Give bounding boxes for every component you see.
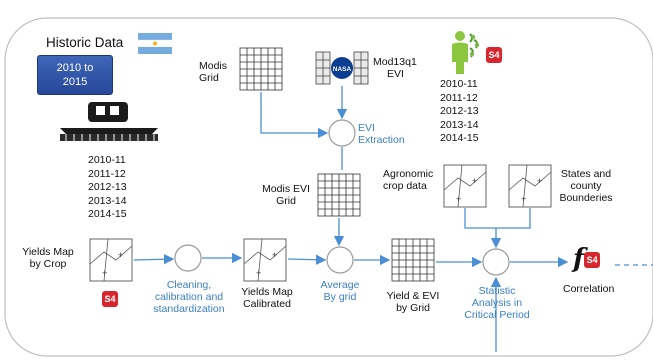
argentina-flag-icon (137, 33, 173, 54)
list-item: 2010-11 (440, 78, 478, 90)
list-item: 2012-13 (440, 105, 479, 117)
evi-extraction-node (328, 119, 356, 147)
cleaning-node (174, 244, 202, 272)
list-item: 2010-11 (88, 154, 126, 166)
agronomic-map-icon: + + (443, 164, 487, 208)
year-range-bottom: 2015 (62, 76, 88, 88)
list-item: 2011-12 (440, 91, 478, 104)
crop-person-icon (452, 31, 480, 74)
s4-badge-bottom: S4 (102, 291, 118, 307)
year-range-top: 2010 to (56, 62, 94, 74)
svg-text:+: + (272, 250, 277, 260)
harvester-years-list: 2010-11 2011-12 2012-13 2013-14 2014-15 (88, 154, 127, 222)
list-item: 2014-15 (440, 132, 479, 144)
diagram-frame (4, 17, 653, 357)
svg-text:+: + (118, 250, 123, 260)
evi-years-list: 2010-11 2011-12 2012-13 2013-14 2014-15 (440, 78, 479, 146)
svg-text:+: + (256, 268, 261, 278)
flow-arrows (133, 86, 653, 352)
yield-evi-grid-icon (391, 238, 435, 282)
svg-text:+: + (537, 176, 542, 186)
svg-text:+: + (521, 194, 526, 204)
correlation-label: Correlation (563, 283, 615, 295)
list-item: 2011-12 (88, 167, 126, 180)
list-item: 2013-14 (440, 118, 479, 131)
list-item: 2014-15 (88, 208, 127, 220)
modis-grid-icon (239, 47, 283, 91)
svg-text:+: + (456, 194, 461, 204)
yields-map-calibrated-icon: + + (243, 238, 287, 282)
modis-evi-grid-icon (317, 173, 361, 217)
svg-text:+: + (102, 268, 107, 278)
average-node (326, 246, 354, 274)
list-item: 2012-13 (88, 181, 127, 193)
harvester-icon (60, 102, 158, 141)
svg-text:+: + (472, 176, 477, 186)
statistic-node (482, 248, 510, 276)
yields-map-icon: + + (89, 238, 133, 282)
list-item: 2013-14 (88, 194, 127, 207)
states-map-icon: + + (508, 164, 552, 208)
year-range-button[interactable]: 2010 to 2015 (37, 55, 113, 95)
s4-badge-top: S4 (486, 47, 502, 63)
nasa-satellite-icon: NASA (315, 51, 369, 85)
historic-data-title: Historic Data (46, 35, 124, 50)
nasa-logo-text: NASA (333, 66, 352, 73)
